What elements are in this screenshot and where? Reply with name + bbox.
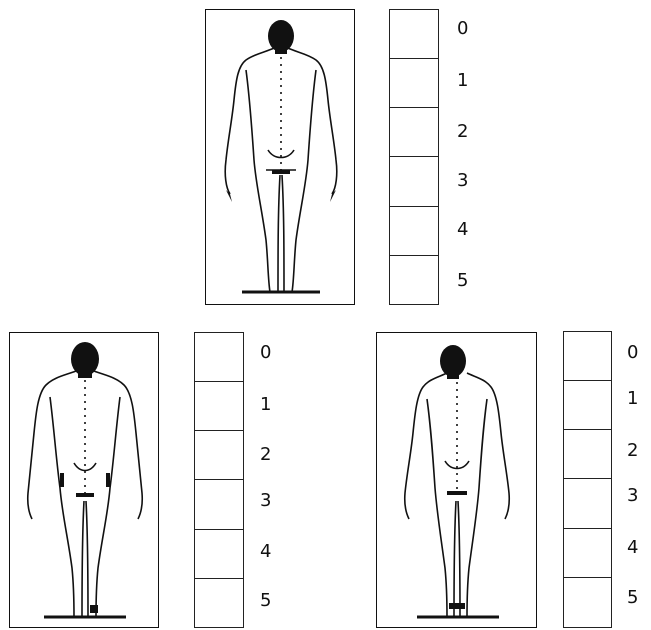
scale-label-2: 2 [457, 123, 468, 141]
scale-label-1: 1 [627, 390, 638, 408]
scale-label-3: 3 [457, 172, 468, 190]
scale-label-0: 0 [627, 344, 638, 362]
figure-panel-bottom-left [9, 332, 159, 628]
scale-label-4: 4 [457, 221, 468, 239]
scale-label-1: 1 [260, 396, 271, 414]
pain-scale-bottom-left [194, 332, 244, 628]
figure-panel-top [205, 9, 355, 305]
human-back-figure [377, 333, 538, 629]
scale-label-3: 3 [627, 487, 638, 505]
scale-label-3: 3 [260, 492, 271, 510]
scale-label-1: 1 [457, 72, 468, 90]
scale-label-5: 5 [260, 592, 271, 610]
scale-label-5: 5 [627, 589, 638, 607]
scale-label-4: 4 [627, 539, 638, 557]
figure-panel-bottom-right [376, 332, 537, 628]
scale-label-0: 0 [260, 344, 271, 362]
pain-scale-top [389, 9, 439, 305]
scale-label-2: 2 [627, 442, 638, 460]
scale-label-2: 2 [260, 446, 271, 464]
head-shape [440, 345, 466, 377]
pain-scale-bottom-right [563, 331, 612, 628]
scale-label-0: 0 [457, 20, 468, 38]
head-shape [268, 20, 294, 52]
human-back-figure [206, 10, 356, 306]
scale-label-4: 4 [260, 543, 271, 561]
head-shape [71, 342, 99, 376]
scale-label-5: 5 [457, 272, 468, 290]
human-back-figure [10, 333, 160, 629]
